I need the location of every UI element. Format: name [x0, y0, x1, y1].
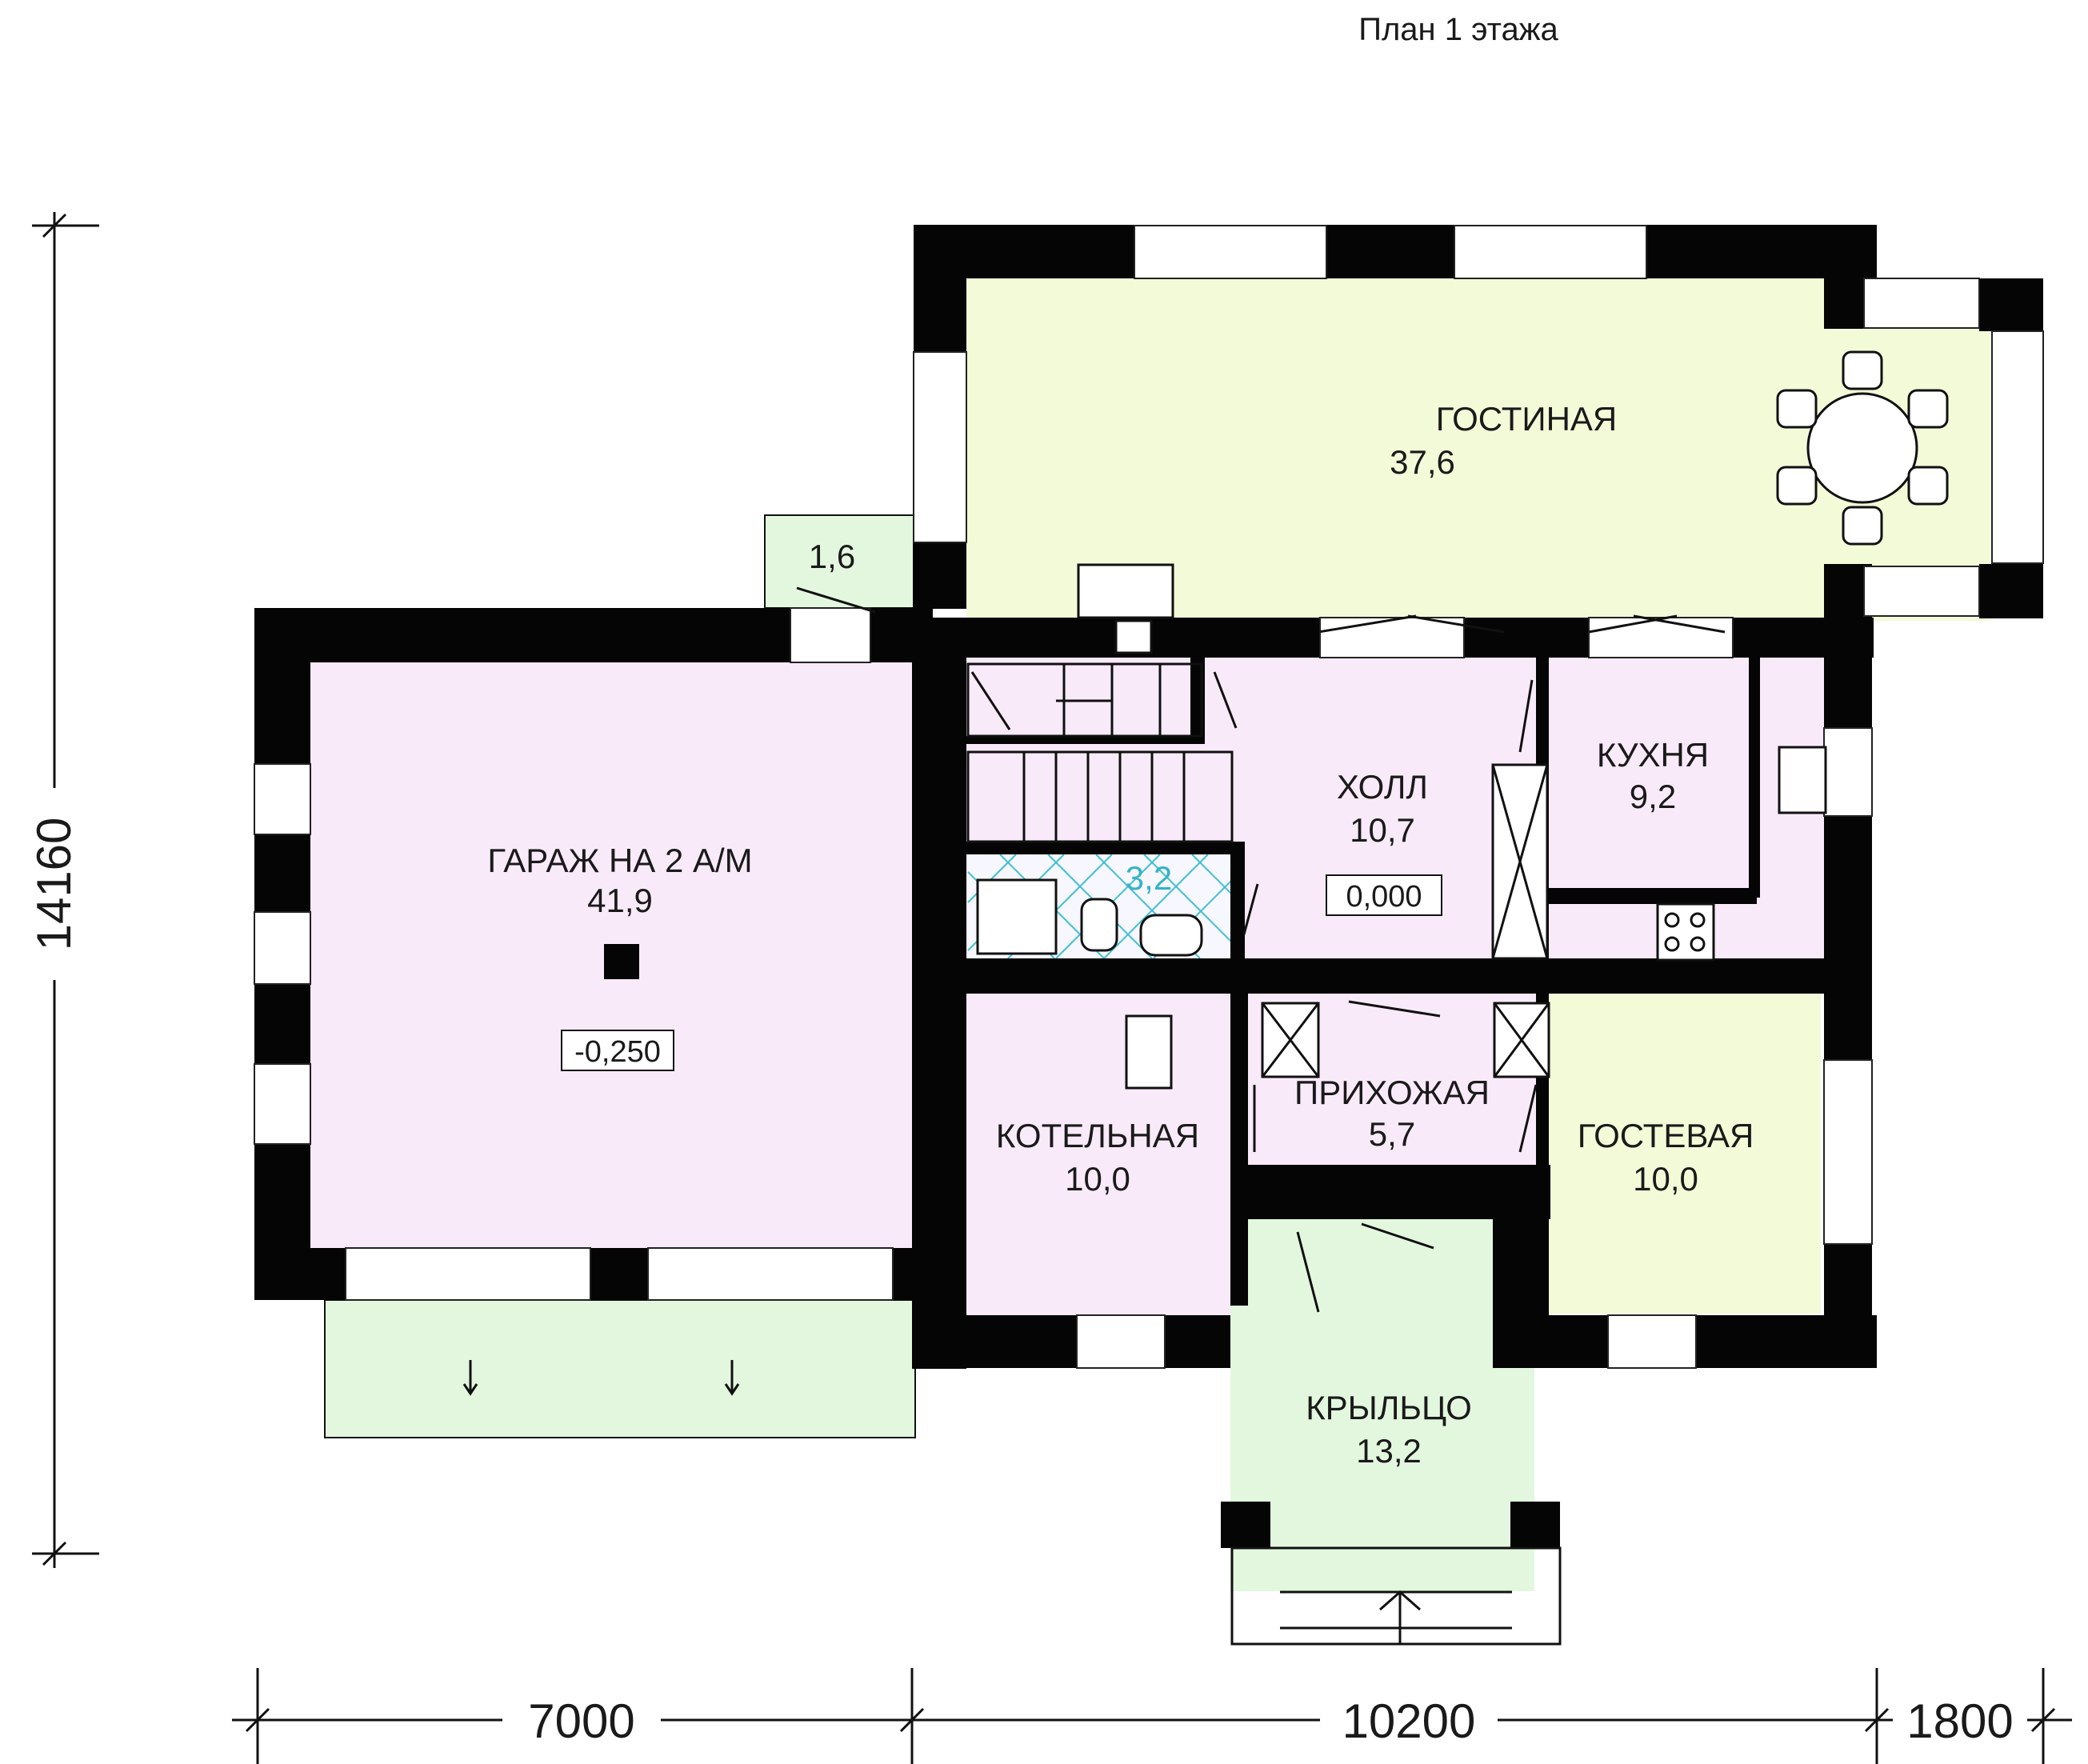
garage-name: ГАРАЖ НА 2 А/М [487, 842, 752, 879]
garage-area: 41,9 [587, 882, 653, 919]
garage-apron [324, 1299, 916, 1438]
window [1607, 1314, 1697, 1369]
window [254, 763, 311, 835]
boiler-room-area: 10,0 [1065, 1160, 1130, 1198]
living-room-name: ГОСТИНАЯ [1436, 400, 1618, 438]
side-porch-floor [764, 514, 914, 609]
wall [912, 1315, 1230, 1368]
fixtures [462, 350, 1949, 1646]
porch-post [1221, 1502, 1270, 1548]
window [1823, 727, 1873, 817]
window [254, 1063, 311, 1145]
toilet [1080, 898, 1118, 952]
boiler-room-name: КОТЕЛЬНАЯ [996, 1117, 1199, 1154]
window [1991, 330, 2044, 564]
dining-table [1806, 392, 1918, 504]
dimension-width-1: 7000 [528, 1694, 634, 1748]
chair [1907, 466, 1949, 506]
guest-room-floor [1549, 994, 1821, 1314]
hall-level: 0,000 [1346, 880, 1422, 914]
dimension-lines: 14160 7000 10200 1800 [24, 212, 2072, 1764]
sink [1139, 914, 1203, 957]
doors [796, 586, 1726, 1313]
window [1454, 225, 1647, 279]
side-porch-area: 1,6 [809, 538, 855, 575]
window [1863, 278, 1980, 329]
window [1134, 225, 1327, 279]
kitchen-area: 9,2 [1630, 778, 1676, 815]
hall-name: ХОЛЛ [1337, 768, 1428, 806]
garage-column [604, 944, 639, 979]
chair [1776, 389, 1818, 429]
window [790, 607, 871, 663]
window [1863, 566, 1980, 617]
garage-door [647, 1247, 894, 1301]
window [1588, 617, 1734, 658]
windows [254, 225, 2044, 1369]
fireplace [1077, 563, 1174, 619]
wall [1230, 994, 1248, 1306]
apron-arrow [724, 1360, 740, 1396]
living-room-area: 37,6 [1390, 443, 1455, 481]
wall [1824, 276, 1864, 329]
window [1076, 1314, 1166, 1369]
boiler [1125, 1014, 1173, 1090]
chimney [1114, 619, 1153, 654]
garage-door [345, 1247, 591, 1301]
wall [1230, 842, 1245, 962]
wall [912, 658, 966, 1369]
window [254, 911, 311, 985]
wall [914, 225, 1877, 278]
porch-post [1510, 1502, 1560, 1548]
guest-room-name: ГОСТЕВАЯ [1578, 1117, 1754, 1154]
kitchen-sink [1778, 746, 1827, 814]
window [913, 351, 967, 543]
guest-room-area: 10,0 [1633, 1160, 1698, 1198]
wall [1749, 658, 1760, 898]
plan-title: План 1 этажа [1358, 12, 1558, 47]
entry-name: ПРИХОЖАЯ [1294, 1074, 1490, 1111]
chair [1907, 389, 1949, 429]
bathroom-area: 3,2 [1126, 859, 1172, 897]
porch-steps [1230, 1546, 1562, 1646]
boiler-room-floor [966, 994, 1243, 1315]
wall [1979, 564, 2043, 618]
wall [966, 842, 1245, 854]
wall [965, 736, 1205, 744]
window [1823, 1059, 1873, 1245]
porch-area: 13,2 [1356, 1432, 1422, 1470]
stove [1656, 902, 1715, 962]
chair [1776, 466, 1818, 506]
wall [1549, 888, 1757, 904]
apron-arrow [462, 1360, 478, 1396]
hall-area: 10,7 [1350, 811, 1415, 849]
kitchen-name: КУХНЯ [1597, 736, 1709, 774]
wall [966, 958, 1824, 994]
window [1319, 617, 1465, 658]
garage-level: -0,250 [574, 1035, 661, 1069]
porch-floor [1230, 1219, 1534, 1591]
dimension-height: 14160 [27, 818, 81, 951]
dimension-width-3: 1800 [1906, 1694, 2013, 1748]
room-labels: ГОСТИНАЯ 37,6 ГАРАЖ НА 2 А/М 41,9 -0,250… [487, 400, 1754, 1470]
chair [1842, 350, 1883, 390]
chair [1842, 506, 1883, 546]
shower [976, 878, 1058, 955]
entry-area: 5,7 [1369, 1115, 1415, 1153]
dimension-width-2: 10200 [1342, 1694, 1476, 1748]
porch-name: КРЫЛЬЦО [1306, 1389, 1472, 1426]
stairs [966, 662, 1234, 843]
